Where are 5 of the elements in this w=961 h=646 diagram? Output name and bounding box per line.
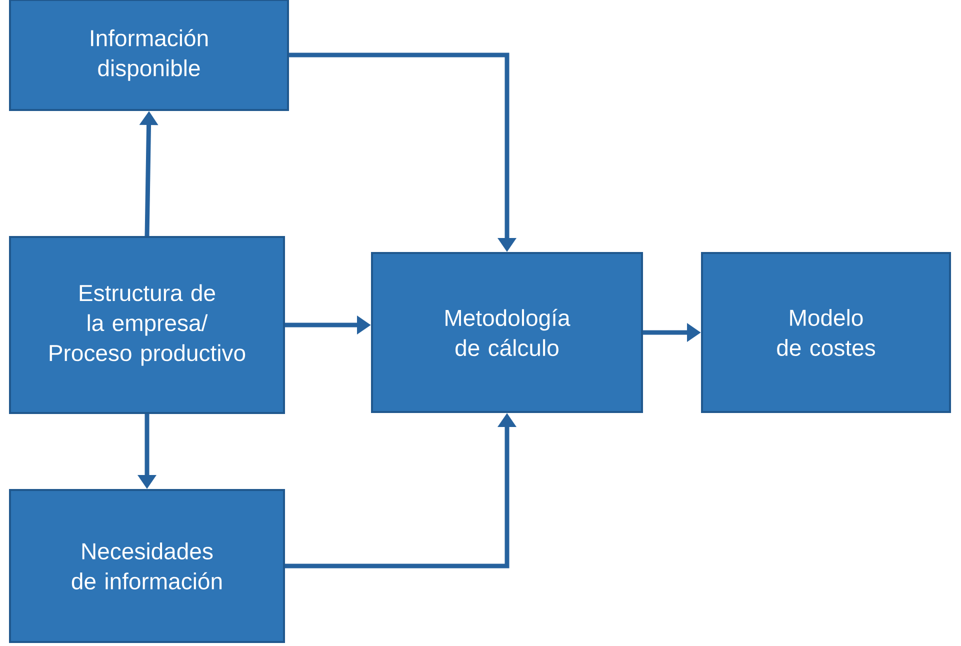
process-box: Estructura de la empresa/ Proceso productivo — [9, 236, 285, 414]
process-box: Necesidades de información — [9, 489, 285, 643]
process-box: Información disponible — [9, 0, 289, 111]
process-box: Modelo de costes — [701, 252, 951, 413]
process-box: Metodología de cálculo — [371, 252, 643, 413]
